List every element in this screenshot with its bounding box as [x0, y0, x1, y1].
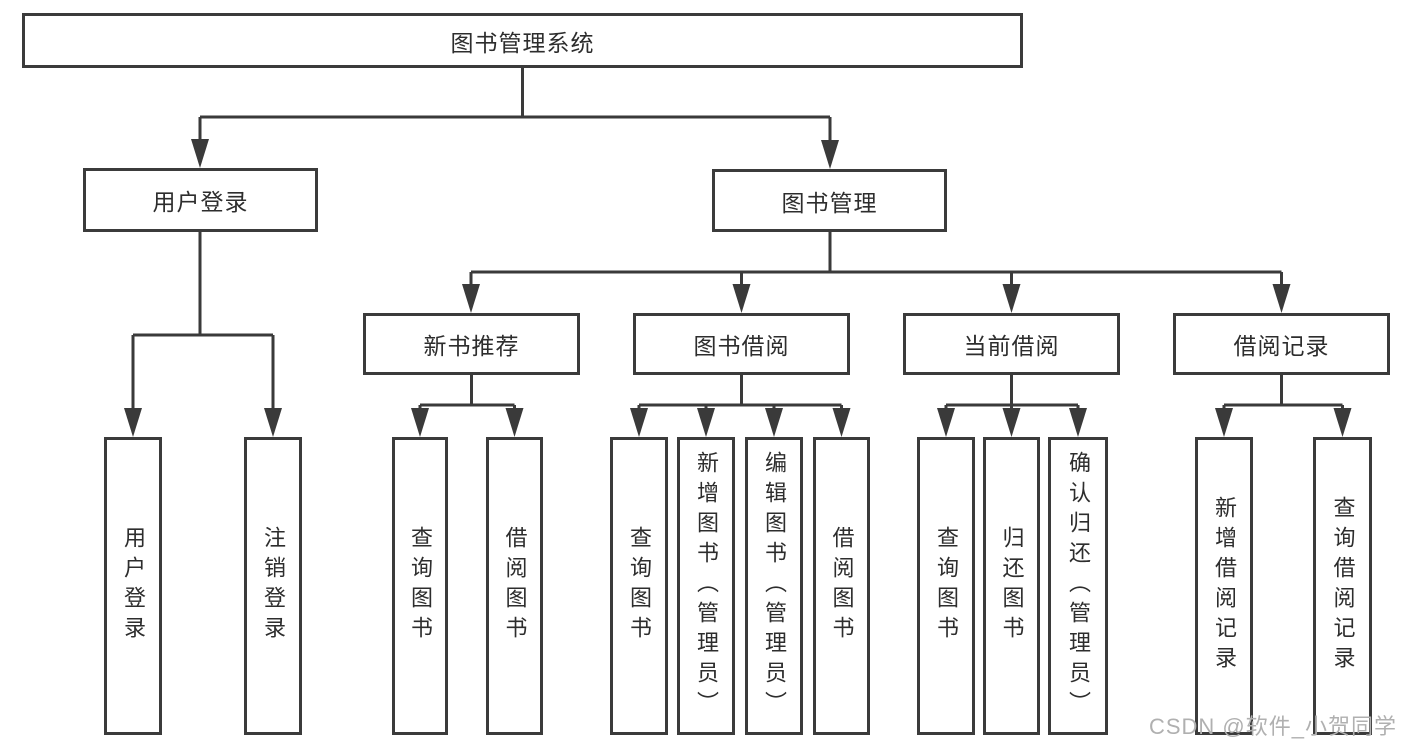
node-book-management: 图书管理 — [712, 169, 947, 232]
node-label: 查询图书 — [627, 526, 652, 646]
leaf-user-login: 用户登录 — [104, 437, 162, 735]
node-borrow-records: 借阅记录 — [1173, 313, 1390, 375]
leaf-query-books-3: 查询图书 — [917, 437, 975, 735]
leaf-logout: 注销登录 — [244, 437, 302, 735]
connector-new-book-rec-children — [411, 375, 524, 437]
node-label: 新增图书（管理员） — [694, 451, 719, 721]
node-label: 借阅图书 — [829, 526, 855, 646]
connector-user-login-children — [124, 232, 282, 437]
node-label: 新书推荐 — [423, 333, 520, 359]
node-label: 借阅记录 — [1233, 333, 1330, 359]
node-label: 用户登录 — [152, 189, 249, 215]
node-label: 查询借阅记录 — [1330, 496, 1356, 676]
csdn-watermark: CSDN @软件_小贺同学 — [1148, 714, 1397, 739]
leaf-query-books-2: 查询图书 — [610, 437, 668, 735]
node-library-system: 图书管理系统 — [22, 13, 1023, 68]
node-label: 注销登录 — [261, 526, 286, 646]
leaf-add-borrow-record: 新增借阅记录 — [1195, 437, 1253, 735]
node-new-book-recommend: 新书推荐 — [363, 313, 580, 375]
leaf-add-books-admin: 新增图书（管理员） — [677, 437, 735, 735]
leaf-query-books-1: 查询图书 — [392, 437, 448, 735]
node-user-login: 用户登录 — [83, 168, 318, 232]
node-label: 确认归还（管理员） — [1066, 451, 1091, 721]
node-label: 当前借阅 — [963, 333, 1060, 359]
leaf-edit-books-admin: 编辑图书（管理员） — [745, 437, 803, 735]
node-book-borrowing: 图书借阅 — [633, 313, 850, 375]
connector-current-borrow-children — [937, 375, 1087, 437]
node-label: 图书借阅 — [693, 333, 790, 359]
connector-book-mgmt-children — [462, 232, 1291, 313]
leaf-query-borrow-record: 查询借阅记录 — [1313, 437, 1372, 735]
connector-borrow-records-children — [1215, 375, 1352, 437]
node-label: 图书管理系统 — [450, 29, 595, 56]
node-label: 查询图书 — [934, 526, 959, 646]
leaf-borrow-books-1: 借阅图书 — [486, 437, 543, 735]
connector-book-borrow-children — [630, 375, 851, 437]
node-label: 用户登录 — [121, 526, 146, 646]
leaf-confirm-return-admin: 确认归还（管理员） — [1048, 437, 1108, 735]
node-current-borrowing: 当前借阅 — [903, 313, 1120, 375]
node-label: 查询图书 — [408, 526, 433, 646]
node-label: 编辑图书（管理员） — [762, 451, 787, 721]
connector-root-to-level2 — [191, 68, 839, 169]
leaf-borrow-books-2: 借阅图书 — [813, 437, 870, 735]
node-label: 归还图书 — [999, 526, 1025, 646]
leaf-return-books: 归还图书 — [983, 437, 1040, 735]
node-label: 图书管理 — [781, 189, 878, 216]
node-label: 新增借阅记录 — [1212, 496, 1237, 676]
node-label: 借阅图书 — [502, 526, 528, 646]
